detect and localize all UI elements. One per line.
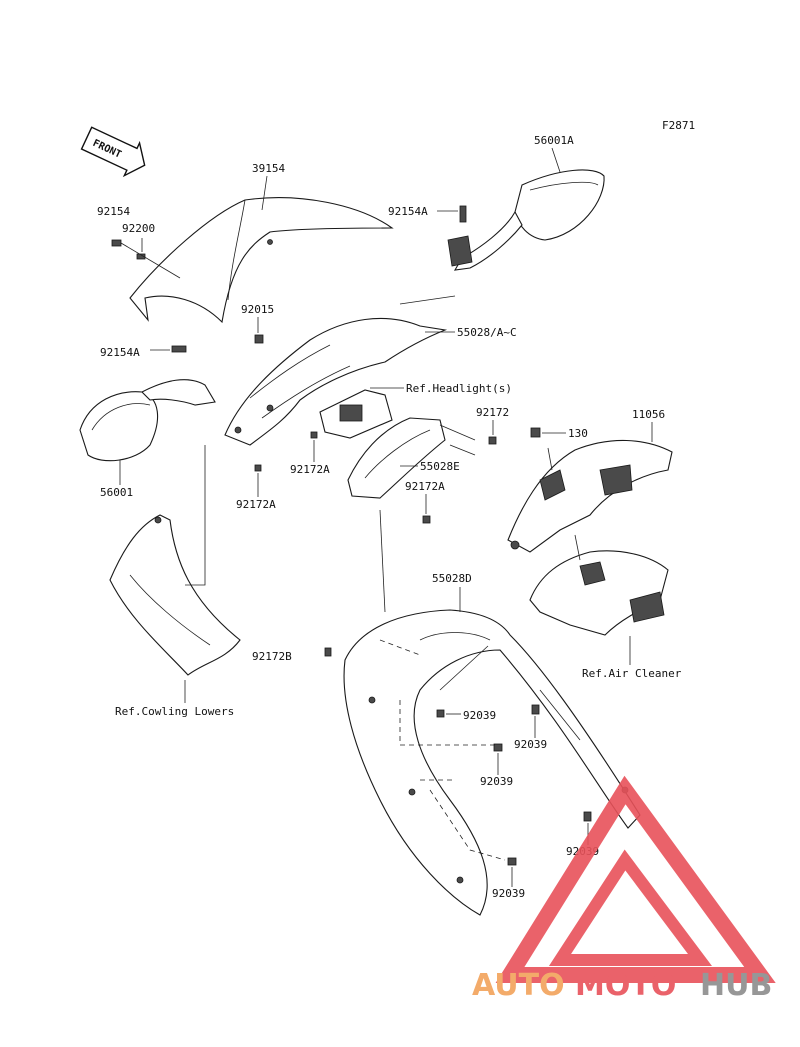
screw-92172A-right-icon	[422, 515, 431, 524]
watermark-logo: AUTO MOTO HUB	[472, 775, 776, 1003]
label-92172A-right: 92172A	[405, 480, 445, 493]
label-92154A-left: 92154A	[100, 346, 140, 359]
ref-headlight: Ref.Headlight(s)	[406, 382, 512, 395]
label-92039-b: 92039	[514, 738, 547, 751]
figure-code: F2871	[662, 119, 695, 132]
label-92039-a: 92039	[463, 709, 496, 722]
label-55028AC: 55028/A~C	[457, 326, 517, 339]
label-92039-e: 92039	[492, 887, 525, 900]
inner-cowl-55028D-part	[343, 609, 641, 916]
label-92154A-right: 92154A	[388, 205, 428, 218]
label-92172B: 92172B	[252, 650, 292, 663]
label-92172A-low: 92172A	[236, 498, 276, 511]
headlight-part	[319, 389, 393, 439]
ref-air-cleaner: Ref.Air Cleaner	[582, 667, 682, 680]
label-11056: 11056	[632, 408, 665, 421]
front-arrow-icon: FRONT	[80, 126, 146, 178]
clip-92039-e-icon	[507, 857, 517, 866]
cowling-lower-part	[109, 514, 241, 676]
clip-92039-d-icon	[583, 811, 592, 822]
clip-92039-b-icon	[531, 704, 540, 715]
label-92200: 92200	[122, 222, 155, 235]
washer-92200-icon	[136, 253, 146, 260]
watermark-hub: HUB	[700, 968, 772, 1003]
screw-92172A-mid-icon	[310, 431, 318, 439]
upper-cowling-part	[224, 317, 448, 446]
bracket-11056-part	[507, 439, 673, 553]
mirror-left-part	[79, 379, 216, 462]
label-55028E: 55028E	[420, 460, 460, 473]
mirror-right-part	[447, 169, 605, 271]
air-cleaner-part	[529, 550, 669, 636]
bolt-92154A-left-icon	[171, 345, 187, 353]
ref-cowling-lowers: Ref.Cowling Lowers	[115, 705, 234, 718]
bolt-130-icon	[530, 427, 541, 438]
label-56001: 56001	[100, 486, 133, 499]
bolt-92154A-right-icon	[459, 205, 467, 223]
label-92154-top: 92154	[97, 205, 130, 218]
label-56001A: 56001A	[534, 134, 574, 147]
label-92172A-mid: 92172A	[290, 463, 330, 476]
clip-92039-c-icon	[493, 743, 503, 752]
bolt-92154-icon	[111, 239, 122, 247]
label-92015: 92015	[241, 303, 274, 316]
label-92039-c: 92039	[480, 775, 513, 788]
windscreen-part	[129, 197, 394, 324]
label-55028D: 55028D	[432, 572, 472, 585]
screw-92172-icon	[488, 436, 497, 445]
label-39154: 39154	[252, 162, 285, 175]
label-92172-right: 92172	[476, 406, 509, 419]
screw-92172B-icon	[324, 647, 332, 657]
inner-panel-55028E-part	[347, 417, 446, 499]
watermark-auto: AUTO	[472, 968, 565, 1003]
label-130: 130	[568, 427, 588, 440]
watermark-moto: MOTO	[575, 968, 676, 1003]
clip-92039-a-icon	[436, 709, 445, 718]
screw-92172A-low-icon	[254, 464, 262, 472]
grommet-92015-icon	[254, 334, 264, 344]
